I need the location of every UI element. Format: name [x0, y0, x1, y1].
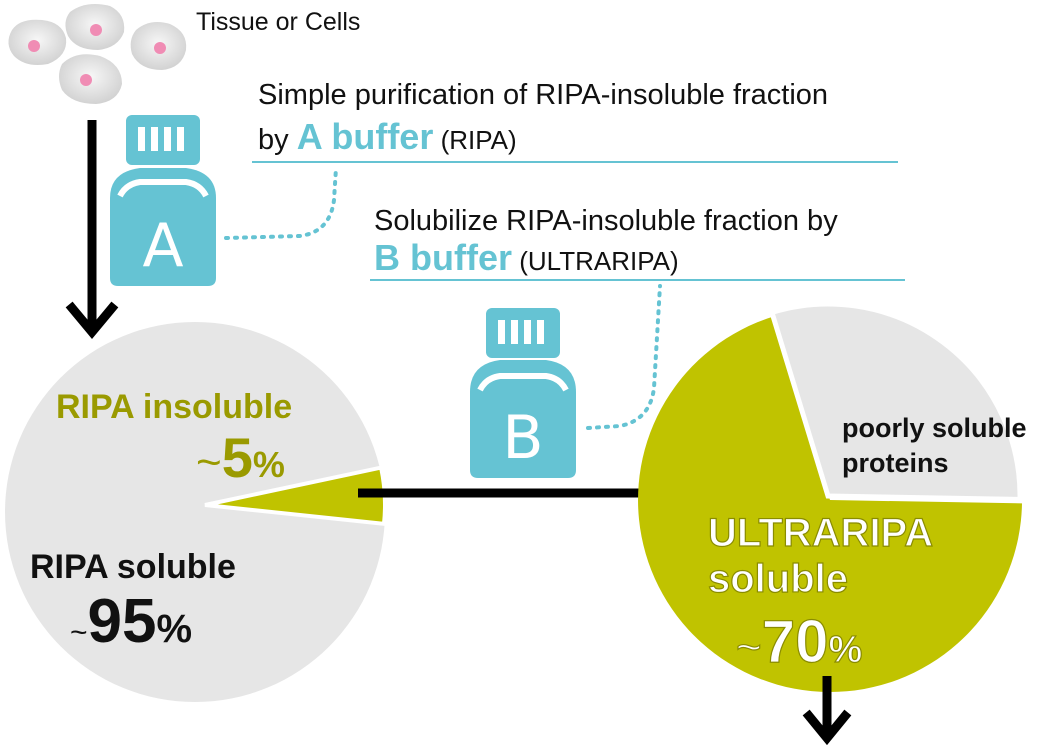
bottle-a-shoulder	[117, 179, 209, 198]
left-soluble-tilde: ~	[70, 616, 88, 649]
left-pie-chart	[5, 322, 387, 702]
left-pie-soluble-slice	[5, 322, 385, 702]
right-soluble-tilde: ~	[736, 623, 762, 672]
right-pie-chart	[638, 301, 1023, 693]
buffer-a-paren: (RIPA)	[433, 125, 516, 155]
left-insoluble-value: 5	[222, 426, 253, 489]
left-insoluble-percent: ~5%	[196, 426, 285, 489]
right-poor-label-line1: poorly soluble	[842, 413, 1027, 443]
connector-a	[224, 166, 338, 240]
buffer-b-name: B buffer	[374, 237, 512, 278]
left-soluble-percent: ~95%	[70, 587, 192, 656]
right-soluble-unit: %	[828, 629, 862, 671]
buffer-a-description: Simple purification of RIPA-insoluble fr…	[258, 79, 828, 111]
bottle-b-letter: B	[502, 403, 543, 473]
bottle-b-cap-ridges	[498, 320, 544, 344]
right-soluble-label-line1: ULTRARIPA	[708, 511, 933, 555]
left-soluble-value: 95	[88, 587, 157, 656]
buffer-a-line2: by A buffer (RIPA)	[258, 116, 517, 157]
down-arrow-icon	[65, 120, 119, 340]
connector-b	[586, 284, 662, 430]
down-arrow-bottom-icon	[802, 676, 852, 746]
right-soluble-percent: ~70%	[736, 608, 862, 675]
right-soluble-label-line2: soluble	[708, 557, 848, 601]
bottle-a-letter: A	[142, 211, 183, 281]
right-soluble-value: 70	[762, 608, 829, 675]
cell-nucleus	[80, 74, 92, 86]
left-insoluble-unit: %	[253, 444, 285, 485]
cell-nucleus	[154, 42, 166, 54]
left-insoluble-tilde: ~	[196, 438, 222, 487]
left-soluble-label: RIPA soluble	[30, 548, 236, 586]
buffer-b-paren: (ULTRARIPA)	[512, 246, 679, 276]
bottle-b-shoulder	[477, 373, 569, 392]
buffer-a-name: A buffer	[297, 116, 434, 157]
source-label: Tissue or Cells	[196, 8, 360, 36]
right-poor-label-line2: proteins	[842, 448, 949, 478]
right-pie-poor-slice	[768, 301, 1023, 502]
bottle-a-cap-ridges	[138, 127, 184, 151]
left-soluble-unit: %	[157, 607, 193, 651]
buffer-a-by: by	[258, 124, 297, 156]
right-pie-soluble-slice	[638, 316, 1022, 693]
left-insoluble-label: RIPA insoluble	[56, 388, 292, 426]
cell-nucleus	[90, 24, 102, 36]
buffer-b-line2: B buffer (ULTRARIPA)	[374, 237, 679, 278]
buffer-b-description: Solubilize RIPA-insoluble fraction by	[374, 205, 838, 237]
cell-nucleus	[28, 40, 40, 52]
cells-illustration	[8, 4, 187, 104]
